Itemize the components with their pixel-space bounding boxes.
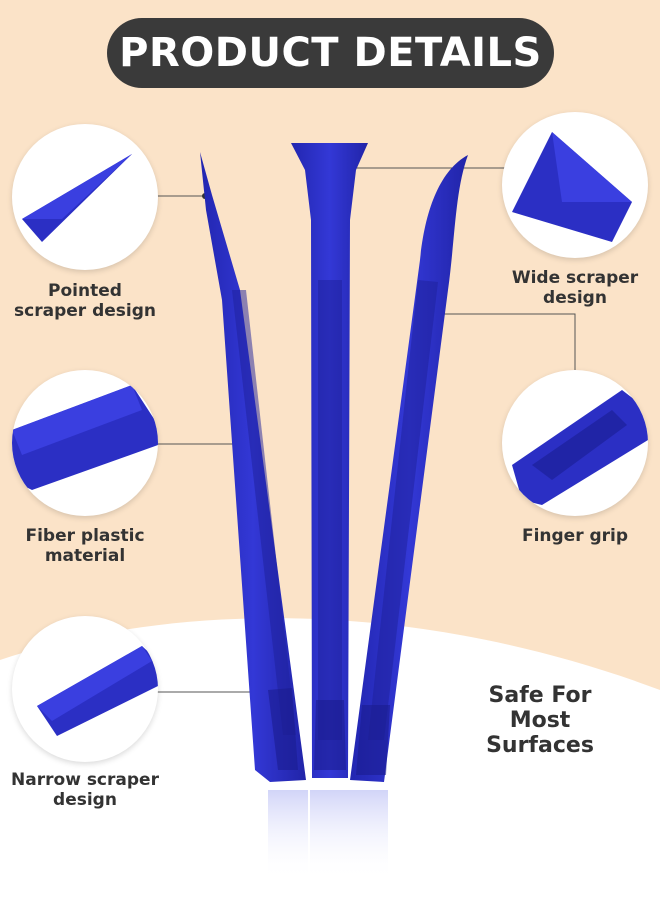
pointed-scraper-tool bbox=[200, 152, 306, 782]
wide-scraper-tool bbox=[291, 143, 368, 778]
wide-scraper-label: Wide scraper design bbox=[511, 268, 639, 308]
curved-scraper-tool bbox=[350, 155, 468, 782]
fiber-plastic-label: Fiber plastic material bbox=[25, 526, 145, 566]
page-title: PRODUCT DETAILS bbox=[119, 30, 542, 76]
pointed-tip-closeup bbox=[12, 124, 158, 270]
narrow-scraper-label: Narrow scraper design bbox=[11, 770, 159, 810]
finger-grip-closeup bbox=[502, 370, 648, 516]
pointed-scraper-label: Pointed scraper design bbox=[14, 281, 156, 321]
finger-grip-label: Finger grip bbox=[521, 526, 629, 546]
safe-surfaces-text: Safe For Most Surfaces bbox=[486, 683, 594, 758]
title-banner: PRODUCT DETAILS bbox=[107, 18, 554, 88]
narrow-tip-closeup bbox=[12, 616, 158, 762]
fiber-material-closeup bbox=[12, 370, 158, 516]
wide-tip-closeup bbox=[502, 112, 648, 258]
